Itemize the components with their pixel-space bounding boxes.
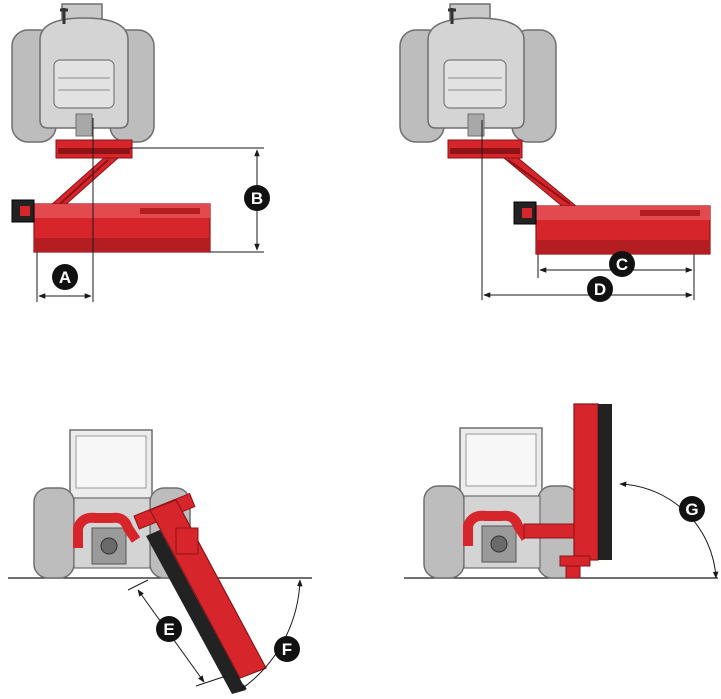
label-b-text: B [251,189,263,208]
tractor-top-left [11,3,155,143]
label-f: F [274,636,300,662]
label-c: C [609,251,635,277]
label-d-text: D [594,280,606,299]
tractor-rear-right [423,427,579,579]
dimension-lines-rear-right [619,481,719,579]
mower-deck-top-left [11,199,211,253]
label-d: D [587,276,613,302]
hitch-top-left [48,139,133,207]
dimension-lines-top-left [36,118,264,302]
label-a: A [52,264,78,290]
label-g: G [679,496,705,522]
label-e-text: E [163,620,174,639]
mower-rear-right [463,403,612,579]
top-view-right [399,3,711,300]
label-g-text: G [685,500,698,519]
label-b: B [244,185,270,211]
tractor-top-right [399,3,557,143]
mower-deck-top-right [513,201,711,255]
label-e: E [156,616,182,642]
label-a-text: A [59,268,71,287]
hitch-top-right [447,139,578,207]
rear-view-left [8,429,312,694]
top-view-left [11,3,264,302]
label-f-text: F [282,640,292,659]
rear-view-right [404,403,719,579]
label-c-text: C [616,255,628,274]
